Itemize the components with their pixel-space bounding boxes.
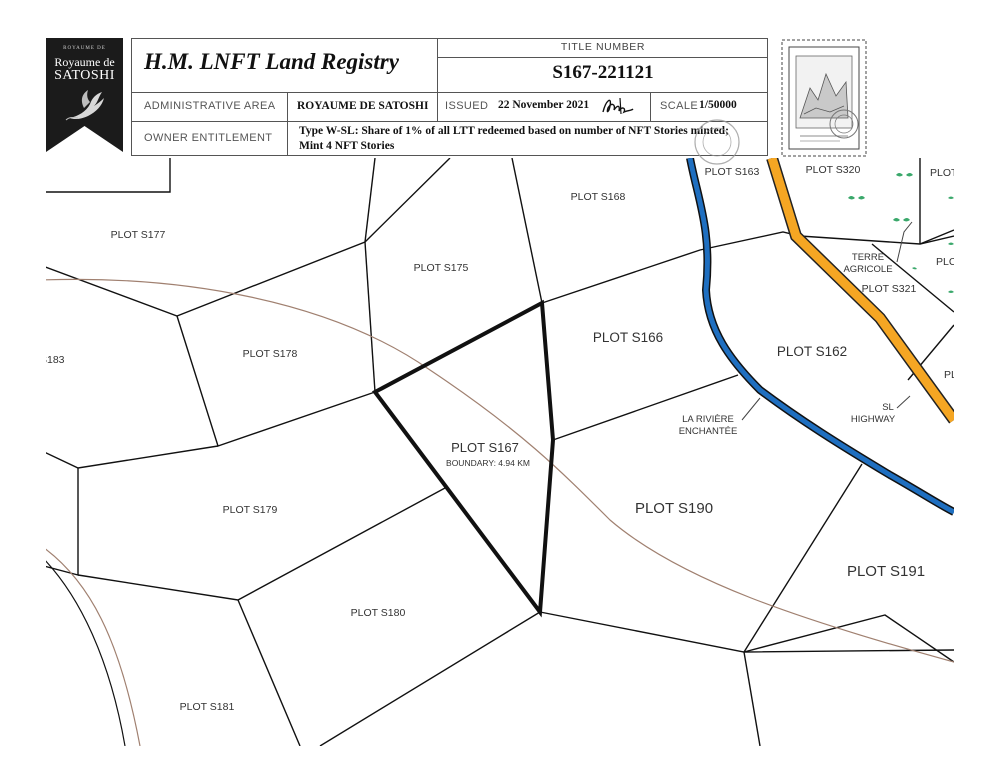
admin-area-value: ROYAUME DE SATOSHI — [297, 100, 429, 112]
postage-stamp-icon — [781, 39, 867, 157]
feature-label-agricole: AGRICOLE — [843, 264, 892, 275]
plot-label-s190: PLOT S190 — [635, 500, 713, 517]
plot-label-s320: PLOT S320 — [806, 164, 861, 176]
river — [686, 158, 954, 516]
registry-title: H.M. LNFT Land Registry — [144, 49, 399, 74]
farmland-icon — [848, 173, 954, 293]
badge-top-text: ROYAUME DE — [63, 46, 106, 51]
contour-line-2 — [46, 548, 141, 746]
feature-label-enchantee: ENCHANTÉE — [679, 426, 738, 437]
plot-label-s168: PLOT S168 — [571, 191, 626, 203]
issued-value: 22 November 2021 — [498, 99, 590, 111]
postmark-icon — [694, 119, 740, 165]
owner-entitlement-line2: Mint 4 NFT Stories — [299, 140, 395, 152]
plot-label-top-right: PLOT — [930, 167, 958, 179]
plot-label-s180: PLOT S180 — [351, 607, 406, 619]
owner-entitlement-label: OWNER ENTITLEMENT — [144, 132, 273, 144]
badge-line1: Royaume de — [54, 55, 115, 69]
plot-s167-boundary — [371, 299, 556, 618]
plot-label-s191: PLOT S191 — [847, 563, 925, 580]
plot-label-s178: PLOT S178 — [243, 348, 298, 360]
plot-label-s177: PLOT S177 — [111, 229, 166, 241]
plot-label-s183: S183 — [40, 354, 65, 366]
scale-value: 1/50000 — [699, 99, 737, 111]
title-number-label: TITLE NUMBER — [560, 41, 646, 53]
winged-foot-icon — [65, 90, 104, 121]
contour-line — [46, 278, 954, 663]
contour-line-3 — [46, 560, 126, 746]
plot-label-s163: PLOT S163 — [705, 166, 760, 178]
plot-label-s181: PLOT S181 — [180, 701, 235, 713]
scale-label: SCALE — [660, 100, 699, 112]
signature-icon — [602, 97, 634, 115]
plot-label-s166: PLOT S166 — [593, 330, 663, 345]
admin-area-label: ADMINISTRATIVE AREA — [144, 100, 276, 112]
plot-label-s162: PLOT S162 — [777, 344, 847, 359]
plot-label-s167: PLOT S167 — [451, 440, 519, 455]
feature-label-terre: TERRE — [852, 252, 884, 263]
plot-label-s175: PLOT S175 — [414, 262, 469, 274]
feature-label-sl: SL — [882, 402, 894, 413]
registry-badge: ROYAUME DE Royaume de SATOSHI — [46, 38, 123, 152]
plot-label-s179: PLOT S179 — [223, 504, 278, 516]
owner-entitlement-line1: Type W-SL: Share of 1% of all LTT redeem… — [299, 125, 729, 137]
plot-label-mid-right: PLC — [936, 256, 957, 268]
title-number: S167-221121 — [552, 62, 654, 83]
plot-label-s321: PLOT S321 — [862, 283, 917, 295]
plot-label-right: PL — [944, 369, 957, 381]
issued-label: ISSUED — [445, 100, 489, 112]
plot-boundaries — [46, 158, 954, 746]
badge-line2: SATOSHI — [54, 68, 115, 83]
plot-s167-boundary-label: BOUNDARY: 4.94 KM — [446, 458, 530, 468]
registry-header: H.M. LNFT Land Registry TITLE NUMBER S16… — [131, 38, 768, 165]
feature-label-highway: HIGHWAY — [851, 414, 896, 425]
feature-label-riviere: LA RIVIÈRE — [682, 414, 734, 425]
